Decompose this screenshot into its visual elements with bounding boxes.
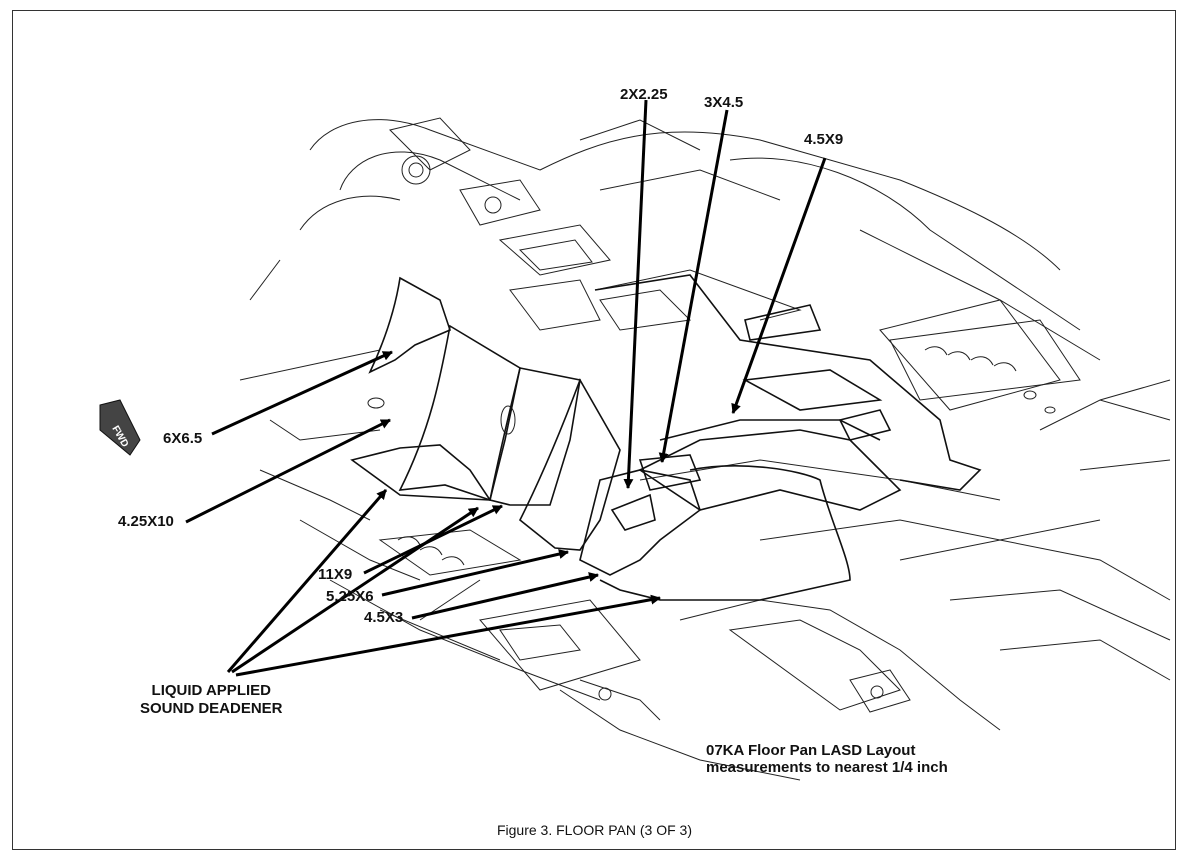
- leader-2x225: [623, 99, 648, 489]
- lasd-label-line2: SOUND DEADENER: [140, 700, 283, 717]
- floor-pan-outline: [239, 117, 1171, 781]
- callout-3x45: 3X4.5: [704, 94, 744, 111]
- leader-3x45: [658, 109, 729, 463]
- leader-525x6: [381, 549, 569, 597]
- fwd-arrow-icon: FWD: [99, 399, 141, 456]
- callout-45x9: 4.5X9: [804, 131, 844, 148]
- lasd-label-line1: LIQUID APPLIED: [151, 682, 271, 699]
- lasd-label: LIQUID APPLIED SOUND DEADENER: [140, 682, 283, 718]
- figure-frame: [12, 10, 1176, 850]
- leader-45x3: [411, 572, 599, 620]
- callout-11x9: 11X9: [318, 566, 353, 583]
- figure-caption: Figure 3. FLOOR PAN (3 OF 3): [496, 822, 692, 838]
- callout-6x65: 6X6.5: [163, 430, 203, 447]
- leader-45x9: [731, 157, 827, 414]
- layout-note-line2: measurements to nearest 1/4 inch: [706, 759, 948, 776]
- layout-note-line1: 07KA Floor Pan LASD Layout: [706, 742, 916, 759]
- leader-6x65: [211, 350, 393, 436]
- callout-2x225: 2X2.25: [620, 86, 668, 103]
- leader-lasd-2: [231, 506, 479, 674]
- leader-arrows: [185, 99, 827, 677]
- sound-deadener-pads: [350, 274, 982, 601]
- leader-425x10: [185, 418, 391, 524]
- layout-note: 07KA Floor Pan LASD Layout measurements …: [706, 742, 948, 776]
- callout-45x3: 4.5X3: [364, 609, 404, 626]
- leader-lasd-1: [226, 489, 388, 673]
- callout-525x6: 5.25X6: [326, 588, 374, 605]
- callout-425x10: 4.25X10: [118, 513, 174, 530]
- leader-lasd-3: [235, 594, 661, 677]
